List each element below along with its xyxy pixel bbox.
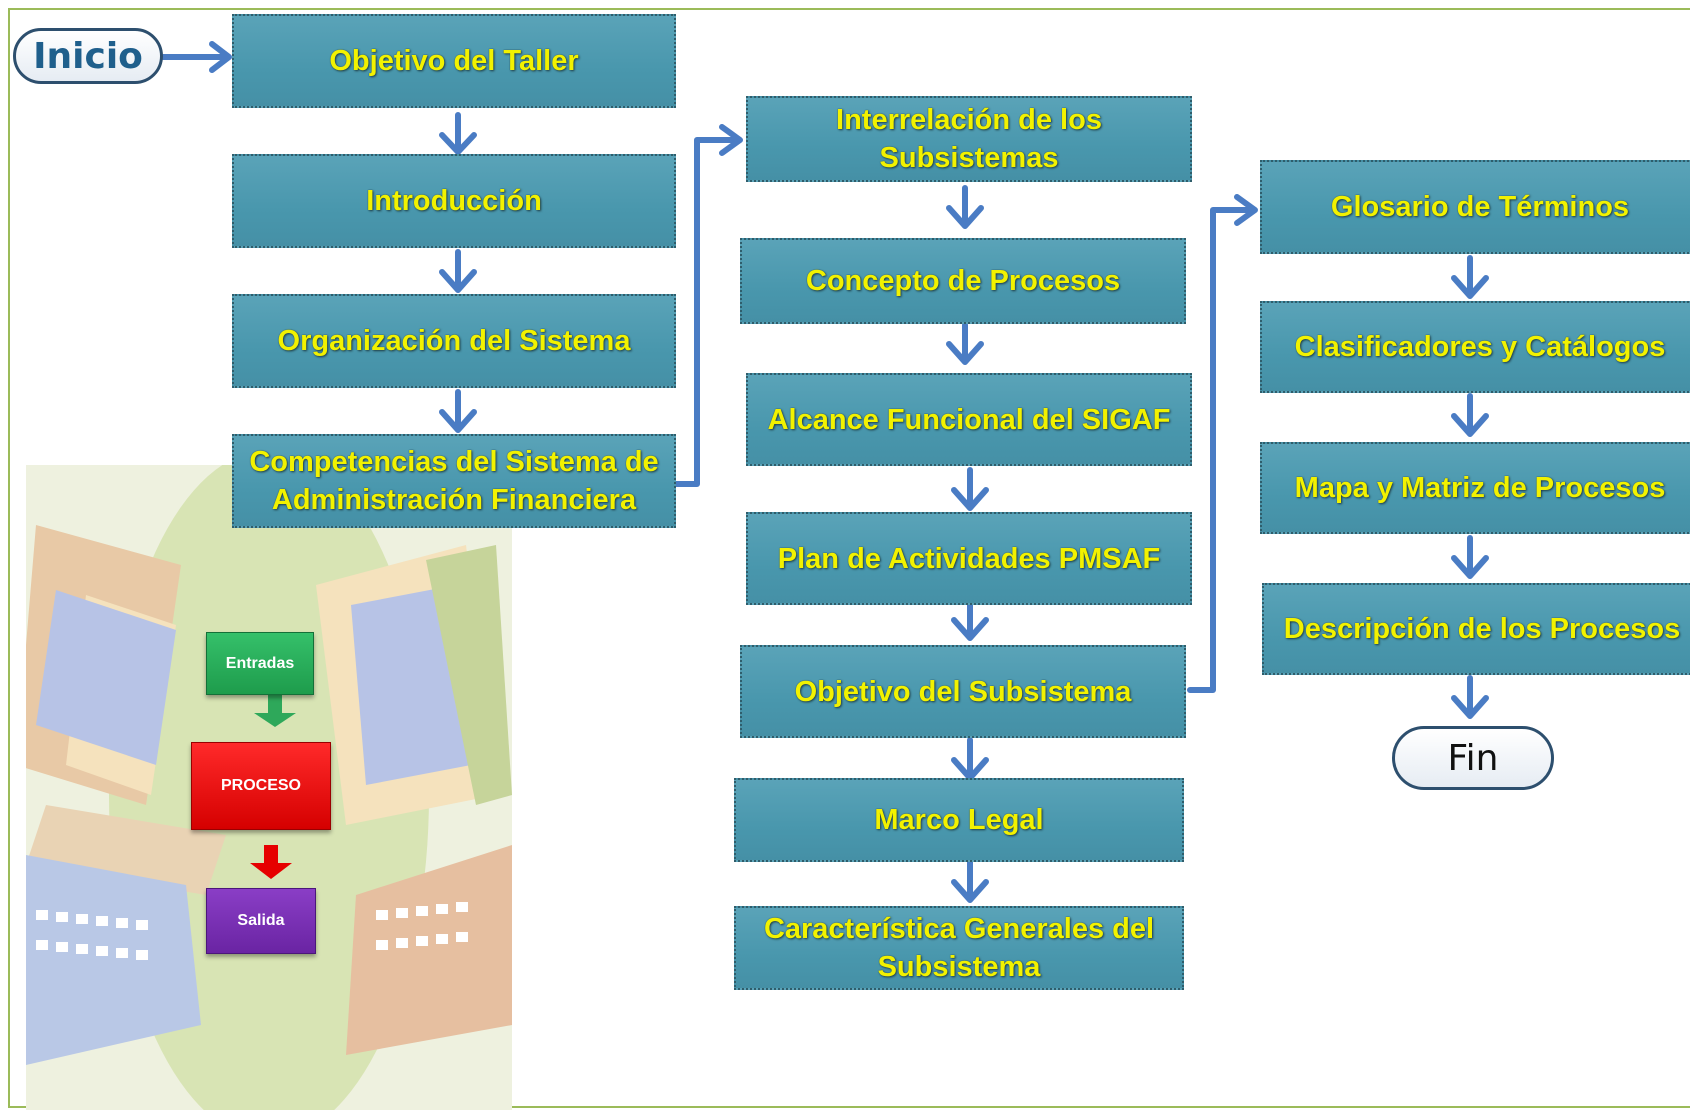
arrowhead-start: [209, 41, 232, 73]
down-arrow: [1451, 675, 1489, 719]
step-competencias: Competencias del Sistema de Administraci…: [232, 434, 676, 528]
mini-salida-box: Salida: [206, 888, 316, 954]
step-organizacion-del-sistema: Organización del Sistema: [232, 294, 676, 388]
step-interrelacion: Interrelación de los Subsistemas: [746, 96, 1192, 182]
step-descripcion-de-los-procesos: Descripción de los Procesos: [1262, 583, 1690, 675]
down-arrow: [1451, 535, 1489, 579]
down-arrows: [439, 112, 1489, 903]
step-mapa-y-matriz: Mapa y Matriz de Procesos: [1260, 442, 1690, 534]
process-illustration: Entradas PROCESO Salida: [26, 465, 512, 1110]
end-terminal: Fin: [1392, 726, 1554, 790]
arrow-col2-to-col3: [1187, 207, 1253, 693]
arrowhead-col3: [1234, 194, 1258, 226]
step-clasificadores-y-catalogos: Clasificadores y Catálogos: [1260, 301, 1690, 393]
step-objetivo-del-subsistema: Objetivo del Subsistema: [740, 645, 1186, 738]
down-arrow: [1451, 255, 1489, 299]
arrowhead-col2: [719, 124, 743, 156]
down-arrow: [951, 597, 989, 641]
arrow-col1-to-col2: [663, 137, 738, 487]
step-objetivo-del-taller: Objetivo del Taller: [232, 14, 676, 108]
down-arrow: [946, 185, 984, 229]
start-terminal: Inicio: [13, 28, 163, 84]
step-introduccion: Introducción: [232, 154, 676, 248]
step-caracteristica-generales: Característica Generales del Subsistema: [734, 906, 1184, 990]
down-arrow: [951, 859, 989, 903]
mini-entradas-box: Entradas: [206, 632, 314, 695]
down-arrow: [439, 249, 477, 293]
step-plan-de-actividades: Plan de Actividades PMSAF: [746, 512, 1192, 605]
step-glosario-de-terminos: Glosario de Términos: [1260, 160, 1690, 254]
mini-proceso-box: PROCESO: [191, 742, 331, 830]
step-marco-legal: Marco Legal: [734, 778, 1184, 862]
down-arrow: [1451, 393, 1489, 437]
down-arrow: [439, 112, 477, 155]
down-arrow: [951, 737, 989, 781]
step-concepto-de-procesos: Concepto de Procesos: [740, 238, 1186, 324]
diagram-frame: [8, 8, 1690, 1108]
step-alcance-funcional: Alcance Funcional del SIGAF: [746, 373, 1192, 466]
down-arrow: [946, 322, 984, 365]
illustration-background: [26, 465, 512, 1110]
down-arrow: [951, 467, 989, 511]
down-arrow: [439, 389, 477, 433]
